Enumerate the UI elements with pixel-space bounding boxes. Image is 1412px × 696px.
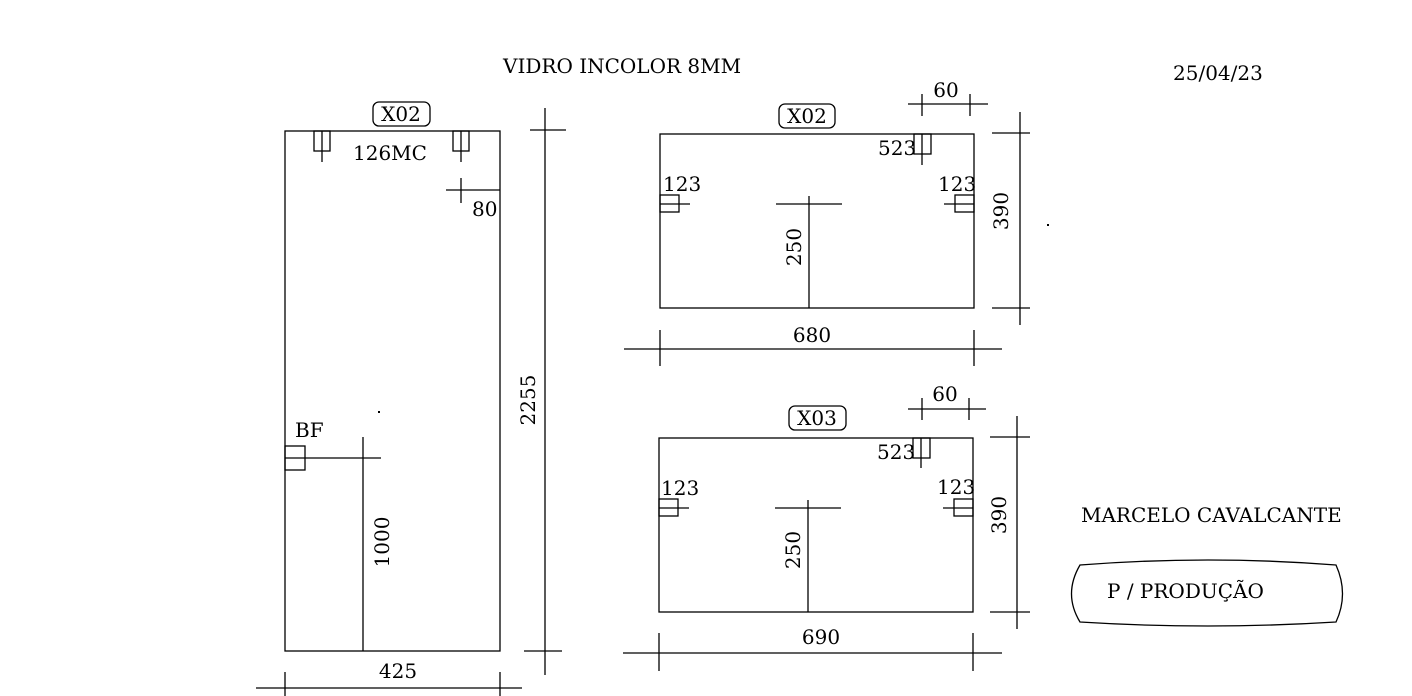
- lock-height-label: 1000: [370, 517, 394, 568]
- top-left-hole-label: 123: [663, 172, 701, 196]
- hinge-cutout-right: [452, 130, 470, 162]
- drawing-date: 25/04/23: [1173, 61, 1263, 85]
- bottom-panel-tag: X03: [797, 406, 837, 430]
- bottom-right-hole-label: 123: [937, 475, 975, 499]
- status-stamp-text: P / PRODUÇÃO: [1107, 579, 1264, 603]
- bottom-width-label: 690: [802, 625, 840, 649]
- top-glass-panel: X02 60 523 123 123 250 390 680: [624, 78, 1030, 366]
- top-panel-tag-box: [778, 103, 836, 129]
- tall-panel-tag-box: [372, 101, 431, 127]
- top-height-label: 390: [989, 192, 1013, 230]
- lock-label: BF: [295, 418, 324, 442]
- bottom-panel-tag-box: [788, 405, 847, 431]
- bottom-height-label: 390: [987, 496, 1011, 534]
- offset-label: 80: [472, 197, 497, 221]
- top-center-label: 250: [782, 228, 806, 266]
- bottom-hinge-label: 523: [877, 440, 915, 464]
- top-hinge-label: 523: [878, 136, 916, 160]
- hinge-cutout-left: [313, 130, 331, 162]
- tall-width-label: 425: [379, 659, 417, 683]
- top-width-label: 680: [793, 323, 831, 347]
- speck-mark-2: [1047, 224, 1049, 226]
- bottom-panel-outline: [658, 437, 974, 613]
- top-panel-tag: X02: [787, 104, 827, 128]
- bottom-left-hole-label: 123: [661, 476, 699, 500]
- bottom-glass-panel: X03 60 523 123 123 250 390 690: [623, 382, 1030, 671]
- bottom-center-label: 250: [781, 531, 805, 569]
- author-name: MARCELO CAVALCANTE: [1081, 503, 1342, 527]
- hinge-model-label: 126MC: [353, 141, 427, 165]
- status-stamp-outline: [1070, 559, 1344, 627]
- speck-mark: [378, 411, 380, 413]
- tall-height-label: 2255: [516, 375, 540, 426]
- tall-panel-outline: [284, 130, 501, 652]
- material-title: VIDRO INCOLOR 8MM: [502, 54, 741, 78]
- top-corner-label: 60: [933, 78, 958, 102]
- bottom-corner-label: 60: [932, 382, 957, 406]
- top-panel-outline: [659, 133, 975, 309]
- tall-glass-panel: X02 126MC 80 BF 1000 2255 425: [256, 101, 566, 696]
- top-right-hole-label: 123: [938, 172, 976, 196]
- tall-panel-tag: X02: [381, 102, 421, 126]
